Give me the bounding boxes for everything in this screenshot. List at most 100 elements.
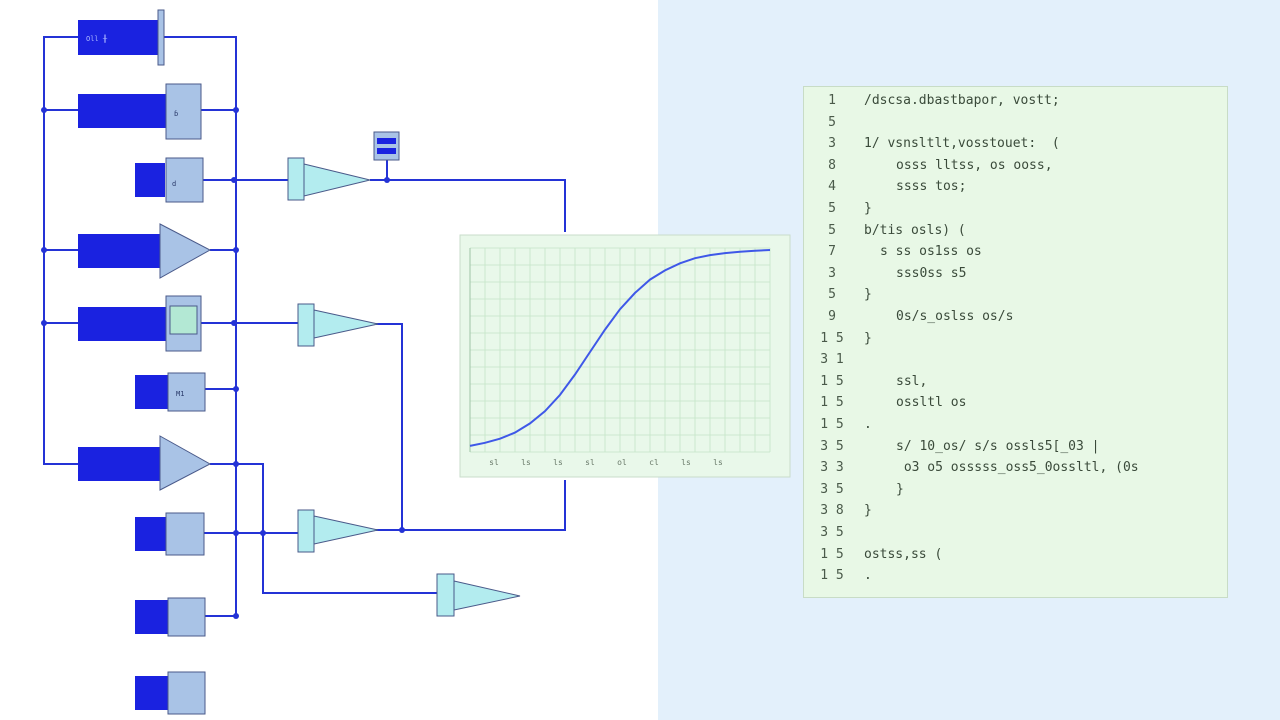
code-text: osss lltss, os ooss, [896, 157, 1053, 173]
code-line: 3 5} [804, 482, 1227, 504]
code-text: } [864, 201, 872, 216]
source-block [78, 234, 166, 268]
code-line: 3 sss0ss s5 [804, 266, 1227, 288]
code-text: ossltl os [896, 395, 967, 411]
code-line: 9 0s/s_oslss os/s [804, 309, 1227, 331]
amp-plate [436, 573, 455, 617]
companion-boxes [157, 9, 206, 715]
code-line: 3 3 o3 o5 osssss_oss5_0ossltl, (0s [804, 460, 1227, 482]
junction-dot [233, 386, 239, 392]
code-text: s/ 10_os/ s/s ossls5[_03 | [896, 438, 1100, 454]
line-number: 3 1 [820, 352, 844, 368]
code-line: 5} [804, 287, 1227, 309]
junction-dot [233, 461, 239, 467]
code-line: 3 1/ vsnsltlt,vosstouet: ( [804, 136, 1227, 158]
small-label: d [172, 180, 176, 188]
junction-dot [399, 527, 405, 533]
code-line: 1 5. [804, 568, 1227, 590]
junction-dot [260, 530, 266, 536]
companion-box [165, 83, 202, 140]
plot-curve [469, 249, 771, 447]
block-label: Oll ╫ [86, 34, 108, 43]
amp-body [453, 580, 521, 611]
line-number: 3 [828, 265, 836, 281]
companion-box [165, 157, 204, 203]
line-number: 1 5 [820, 546, 844, 562]
source-block [78, 307, 166, 341]
line-number: 1 5 [820, 417, 844, 432]
line-number: 3 [828, 136, 836, 152]
companion-box [165, 512, 205, 556]
code-line: 3 8} [804, 503, 1227, 525]
x-tick-label: ls [681, 458, 691, 467]
code-line: 1/dscsa.dbastbapor, vostt; [804, 93, 1227, 115]
amp-plate [297, 509, 315, 553]
source-block [78, 20, 162, 55]
source-block [135, 676, 169, 710]
code-text: } [864, 503, 872, 519]
stage-triangle [159, 435, 212, 491]
source-block [78, 447, 164, 481]
wire-mid [376, 323, 403, 530]
small-label: M1 [176, 390, 184, 398]
code-text: 1/ vsnsltlt,vosstouet: ( [864, 136, 1060, 152]
code-line: 1 5 ostss,ss ( [804, 547, 1227, 569]
line-number: 3 8 [820, 503, 844, 519]
x-tick-label: ls [713, 458, 723, 467]
junction-dot [233, 530, 239, 536]
junction-dot [41, 320, 47, 326]
line-number: 5 [828, 201, 836, 216]
wire-upper [370, 179, 566, 232]
code-text: } [864, 287, 872, 303]
amp-body [313, 309, 379, 339]
code-text: sss0ss s5 [896, 265, 967, 281]
junction-dot [384, 177, 390, 183]
wire-lower [376, 480, 566, 531]
small-label: ɓ [174, 110, 178, 118]
line-number: 3 5 [820, 438, 844, 454]
line-number: 9 [828, 309, 836, 324]
code-text: ostss,ss ( [864, 546, 943, 562]
companion-box [167, 372, 206, 412]
amp-plate [297, 303, 315, 347]
source-block [135, 600, 169, 634]
code-text: 0s/s_oslss os/s [896, 309, 1014, 324]
code-text: } [896, 481, 904, 497]
plot-grid [469, 247, 771, 453]
right-bus [162, 36, 237, 616]
indicator-box [373, 131, 400, 161]
source-block [135, 517, 167, 551]
line-number: 1 5 [820, 395, 844, 411]
amp-body [313, 515, 379, 545]
inner-panel [169, 305, 198, 335]
amp-body [303, 163, 371, 197]
junction-dot [41, 247, 47, 253]
indicator-screen [377, 138, 396, 144]
line-number: 3 5 [820, 525, 844, 540]
source-block [135, 163, 165, 197]
code-line: 3 5 [804, 525, 1227, 547]
code-text: /dscsa.dbastbapor, vostt; [864, 93, 1060, 108]
plot-background [459, 234, 791, 478]
x-tick-label: ls [553, 458, 563, 467]
amp-plate [287, 157, 305, 201]
junction-dot [41, 107, 47, 113]
code-line: 3 5 s/ 10_os/ s/s ossls5[_03 | [804, 439, 1227, 461]
line-number: 5 [828, 222, 836, 238]
circuit-diagram: Oll ╫ ɓ M1 d ll [41, 9, 791, 715]
code-line: 1 5 ossltl os [804, 395, 1227, 417]
x-tick-label: cl [649, 458, 659, 467]
companion-box [167, 671, 206, 715]
junction-dot [233, 613, 239, 619]
code-text: ssl, [896, 373, 928, 389]
code-line: 5} [804, 201, 1227, 223]
code-line: 5 [804, 115, 1227, 137]
code-text: . [864, 568, 872, 584]
code-text: } [864, 330, 872, 346]
line-number: 1 5 [820, 568, 844, 584]
indicator [373, 131, 400, 161]
